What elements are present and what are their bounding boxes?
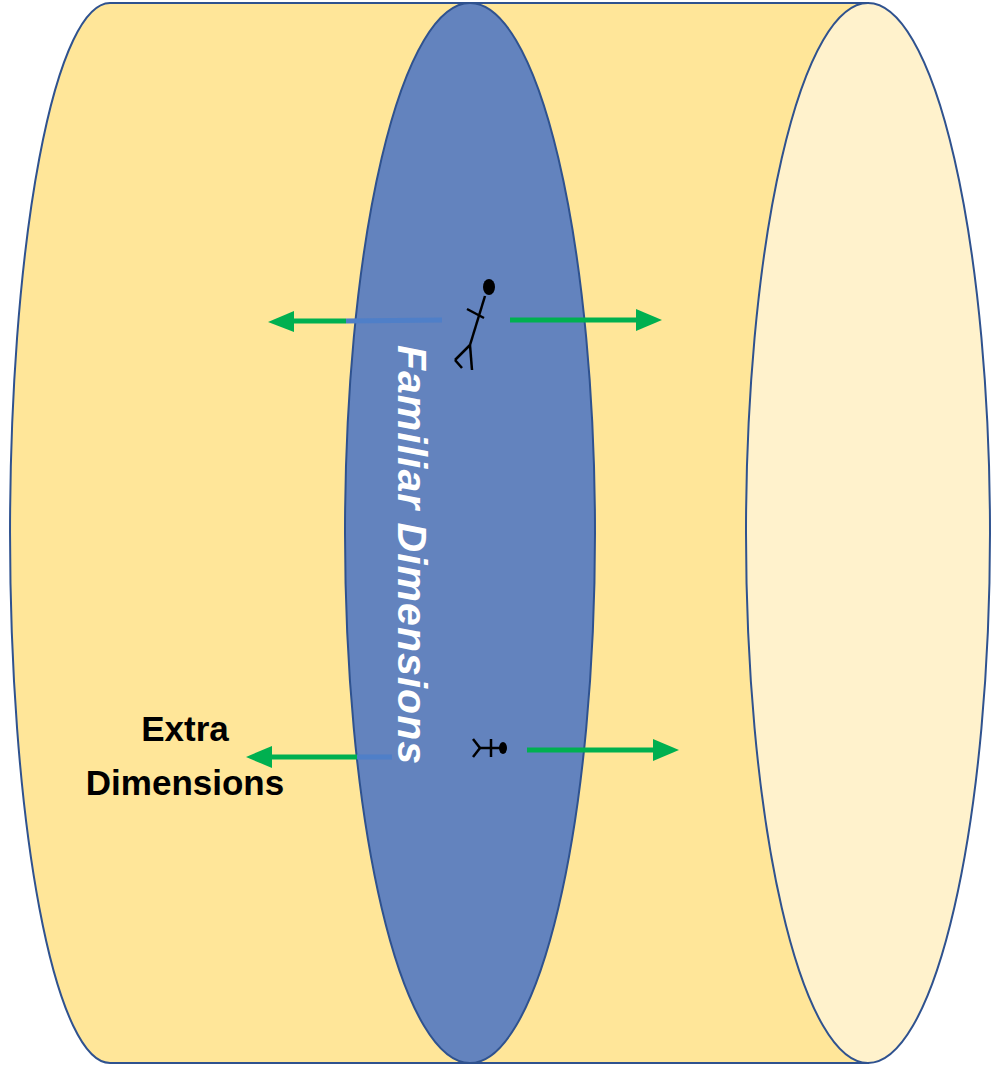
stick-figure-head [499,742,507,754]
arrow-head [653,739,679,761]
stick-figure-head [483,279,495,295]
arrow-head [268,311,294,332]
arrow-head [246,746,272,768]
node-label: Familiar Dimensions [388,345,436,765]
arrow-shaft-hidden [357,755,392,760]
arrow-head [636,309,662,331]
arrow-shaft [527,748,657,753]
arrow-shaft [292,319,346,324]
brane-ellipse: Familiar Dimensions [345,0,595,1066]
stick-figure [455,296,485,370]
node-label: Extra Dimensions [40,702,330,810]
cylinder-end [746,3,990,1063]
ellipse-outline [345,0,595,1066]
cylinder-body [10,3,868,1063]
arrow-shaft [270,755,357,760]
arrow-shaft-hidden [346,320,442,321]
ellipse-fill [345,3,595,1063]
arrow-shaft [510,318,640,323]
stick-figure [473,739,500,757]
